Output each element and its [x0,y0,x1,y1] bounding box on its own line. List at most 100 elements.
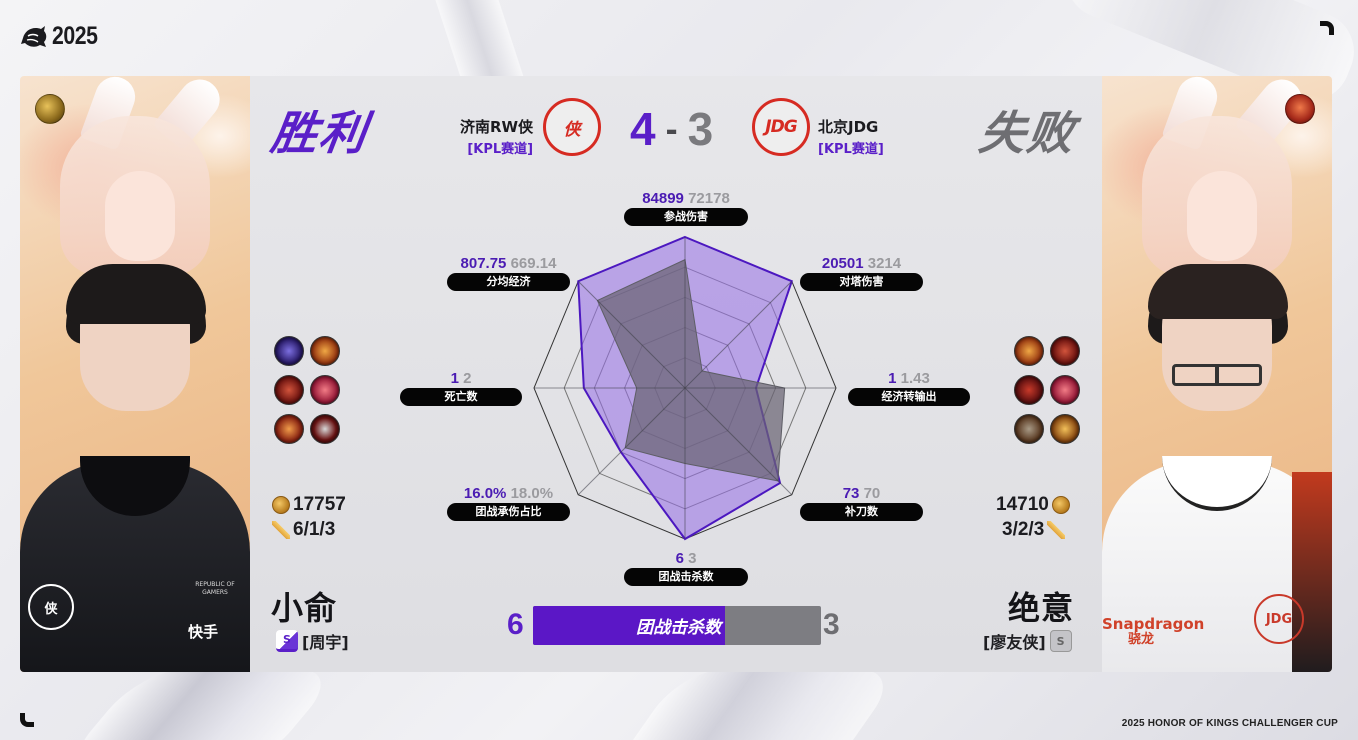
item-icon [1014,336,1044,366]
player2-name: 绝意 [1008,589,1075,627]
stat-value-player2: 3 [688,550,697,567]
summoner-skill-icon [1285,94,1315,124]
stat-value-player1: 16.0% [463,485,507,502]
team1-score: 4 [630,103,656,155]
item-icon [310,375,340,405]
item-icon [1050,414,1080,444]
team-crest-icon: JDG [1254,594,1304,644]
real-name-text: [周宇] [302,633,349,652]
stat-damage-taken-share: 16.0% 18.0% 团战承伤占比 [447,486,570,521]
player2-kda: 3/2/3 [1002,519,1066,541]
stat-label: 死亡数 [400,388,522,406]
teamfight-kills-bar: 团战击杀数 [533,606,821,645]
radar-spokes [534,237,836,539]
stat-label: 团战击杀数 [624,568,748,586]
team2-name: 北京JDG [818,118,879,136]
event-year: 2025 [52,22,98,50]
frame-corner [20,713,34,727]
player1-gold: 17757 [272,494,346,516]
stat-value-player2: 669.14 [510,255,557,272]
player1-kda: 6/1/3 [272,519,335,541]
stat-team-damage: 84899 72178 参战伤害 [624,191,748,226]
gold-coin-icon [272,496,290,514]
team2-league: [KPL赛道] [818,142,884,157]
match-score: 4 - 3 [630,102,713,156]
stat-label: 参战伤害 [624,208,748,226]
stat-label: 团战承伤占比 [447,503,570,521]
summoner-skill-icon [35,94,65,124]
sponsor-snapdragon-name: Snapdragon [1102,615,1205,633]
sponsor-snapdragon: Snapdragon 骁龙 [1102,616,1204,648]
event-title: 2025 HONOR OF KINGS CHALLENGER CUP [1121,718,1338,729]
team1-info: 济南RW侠 [KPL赛道] [460,116,533,157]
player-portrait-left: 侠 REPUBLIC OF GAMERS 快手 [20,76,250,672]
event-logo: 2025 [20,22,106,51]
player2-gold: 14710 [996,494,1070,516]
sponsor-rog: REPUBLIC OF GAMERS [195,581,235,596]
player-portrait-right: Snapdragon 骁龙 JDG [1102,76,1332,672]
teamfight-kills-player1: 6 [507,608,524,641]
real-name-text: [廖友侠] [983,633,1046,652]
item-icon [274,414,304,444]
stat-value-player1: 1 [888,370,897,387]
stat-value-player2: 70 [863,485,881,502]
player2-items [1014,336,1080,444]
role-badge-icon: S [1049,630,1072,652]
team1-league: [KPL赛道] [467,142,534,157]
player-glasses [1172,364,1262,386]
teamfight-kills-bar-label: 团战击杀数 [636,618,722,638]
sword-icon [1047,521,1066,539]
team1-name: 济南RW侠 [460,118,534,136]
stat-gold-conversion: 1 1.43 经济转输出 [848,371,970,406]
sword-icon [272,521,290,539]
stat-value-player2: 1.43 [900,370,930,387]
gold-coin-icon [1051,496,1070,514]
stat-label: 分均经济 [447,273,570,291]
stat-value-player2: 18.0% [510,485,554,502]
stat-value-player2: 3214 [867,255,902,272]
stat-teamfight-kills: 6 3 团战击杀数 [624,551,748,586]
stat-value-player1: 807.75 [460,255,507,272]
item-icon [310,336,340,366]
stat-value-player1: 6 [675,550,684,567]
role-badge-icon: S [276,630,298,652]
stat-value-player1: 20501 [821,255,864,272]
item-icon [1014,414,1044,444]
player-hair-front [1148,264,1288,319]
player1-real-name: S [周宇] [276,629,349,653]
player1-name: 小俞 [271,589,338,627]
item-icon [274,336,304,366]
team2-score: 3 [687,103,714,155]
kda-value: 6/1/3 [293,519,336,540]
stat-deaths: 1 2 死亡数 [400,371,522,406]
sponsor-snapdragon-cn: 骁龙 [1128,632,1155,647]
jacket-stripe [1292,472,1332,672]
sponsor-kuaishou: 快手 [188,623,219,641]
stat-label: 补刀数 [800,503,923,521]
teamfight-kills-bar-fill: 团战击杀数 [533,606,726,645]
team1-logo-icon: 侠 [543,98,601,156]
hero-face [105,171,175,261]
dragon-logo-icon [21,25,47,47]
player2-real-name: [廖友侠] S [983,629,1072,653]
player1-items [274,336,340,444]
teamfight-kills-player2: 3 [823,608,840,641]
item-icon [1014,375,1044,405]
stat-value-player1: 84899 [642,190,684,207]
stat-value-player1: 73 [842,485,860,502]
team-crest-icon: 侠 [28,584,74,630]
kda-value: 3/2/3 [1002,519,1045,540]
stat-gold-per-min: 807.75 669.14 分均经济 [447,256,570,291]
stat-label: 对塔伤害 [800,273,923,291]
gold-value: 17757 [293,494,346,515]
stat-value-player2: 72178 [688,190,730,207]
gold-value: 14710 [996,494,1049,515]
item-icon [310,414,340,444]
hero-face [1187,171,1257,261]
team2-info: 北京JDG [KPL赛道] [818,116,884,157]
stat-tower-damage: 20501 3214 对塔伤害 [800,256,923,291]
item-icon [274,375,304,405]
stat-last-hits: 73 70 补刀数 [800,486,923,521]
player-hair-front [66,264,206,324]
